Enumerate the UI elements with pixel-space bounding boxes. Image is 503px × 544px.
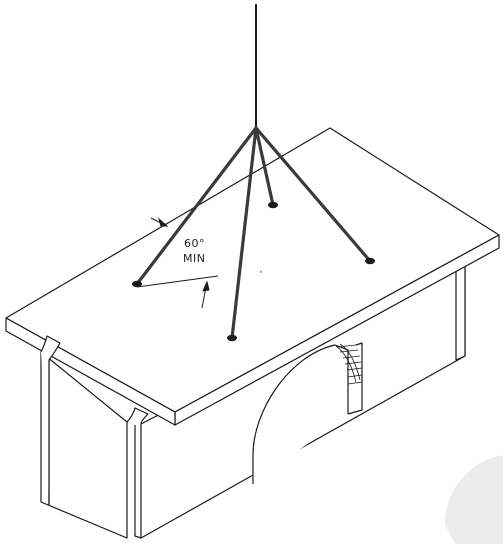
left-leg-fillet xyxy=(40,335,61,505)
table-top xyxy=(5,127,500,505)
lifting-slings xyxy=(135,4,372,340)
lift-point-right xyxy=(365,257,375,265)
front-panel-thickness xyxy=(134,425,142,539)
sling-front xyxy=(230,126,258,340)
front-arch xyxy=(252,344,349,484)
min-label: MIN xyxy=(183,252,205,265)
right-side-leg xyxy=(455,255,466,361)
sling-left xyxy=(135,126,258,286)
angle-dimension xyxy=(136,217,219,309)
arch-hatch xyxy=(335,343,363,385)
lower-arrow xyxy=(202,280,210,292)
lift-point-back xyxy=(268,201,278,209)
angle-label: 60° xyxy=(184,237,205,250)
lift-points xyxy=(132,201,375,342)
arch-back-edge xyxy=(347,342,363,415)
surface-speck xyxy=(260,271,262,273)
sling-back xyxy=(254,126,275,207)
left-end-leg xyxy=(40,351,128,539)
angle-reference-line xyxy=(136,275,219,288)
upper-arrow xyxy=(158,217,169,227)
inner-leg-fillet xyxy=(126,407,149,425)
watermark-arc xyxy=(444,455,503,544)
lift-point-front xyxy=(227,334,237,342)
lift-point-left xyxy=(132,280,142,288)
sling-right xyxy=(254,126,372,263)
